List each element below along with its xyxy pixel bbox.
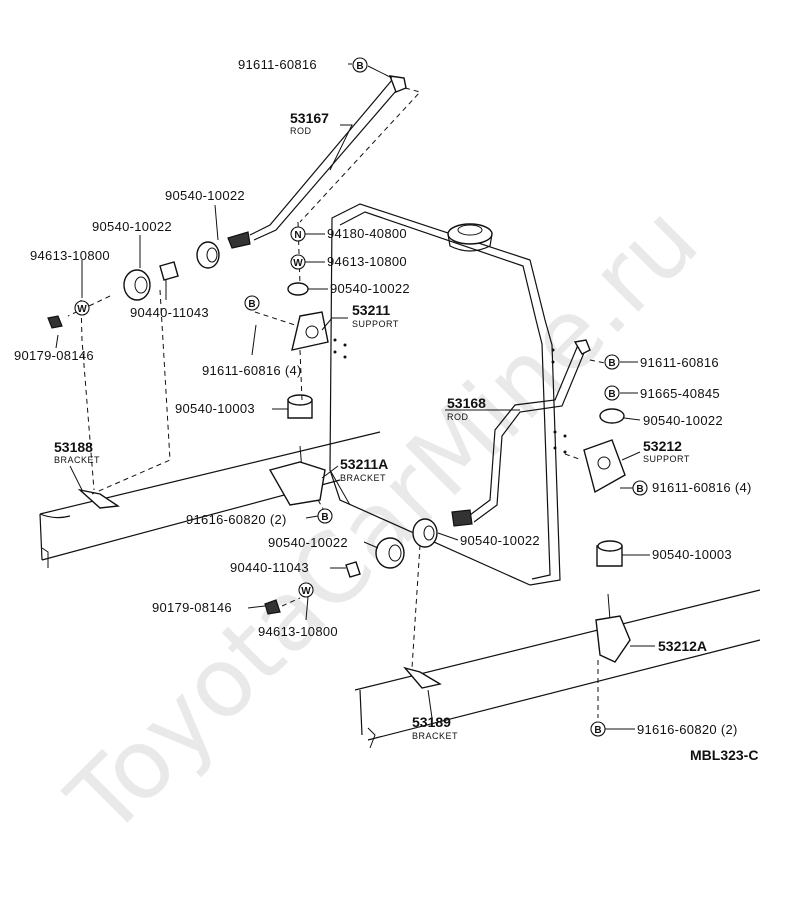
washer-symbol-icon: W — [290, 254, 306, 270]
label-53167-sub: ROD — [290, 126, 312, 136]
label-90540-10003-right: 90540-10003 — [652, 547, 732, 562]
svg-text:W: W — [293, 258, 303, 269]
lower-cushion-parts — [264, 518, 438, 615]
bolt-symbol-icon: B — [352, 57, 368, 73]
right-support-parts — [583, 408, 626, 567]
rod-53167-leader — [299, 87, 421, 223]
bolt-symbol-icon: B — [317, 508, 333, 524]
bolt-symbol-icon: B — [244, 295, 260, 311]
bolt-symbol-icon: B — [590, 721, 606, 737]
label-53188: 53188 — [54, 439, 93, 455]
rod-53168 — [451, 339, 591, 527]
svg-text:B: B — [636, 484, 643, 495]
symbol-circles: B N W W B B W B B B B — [74, 57, 648, 737]
label-91611-60816-top: 91611-60816 — [238, 57, 317, 72]
label-90540-10022-left: 90540-10022 — [92, 219, 172, 234]
nut-symbol-icon: N — [290, 226, 306, 242]
label-91665-40845: 91665-40845 — [640, 386, 720, 401]
left-cushion-parts — [47, 241, 220, 329]
svg-text:N: N — [294, 230, 301, 241]
label-53189: 53189 — [412, 714, 451, 730]
label-91616-60820-right: 91616-60820 (2) — [637, 722, 738, 737]
label-53211A-sub: BRACKET — [340, 473, 386, 483]
label-90179-08146-lower: 90179-08146 — [152, 600, 232, 615]
label-53212: 53212 — [643, 438, 682, 454]
label-94613-10800-center: 94613-10800 — [327, 254, 407, 269]
support-53211 — [287, 282, 329, 351]
bracket-53212A — [595, 593, 631, 663]
svg-text:B: B — [356, 61, 363, 72]
label-94180-40800: 94180-40800 — [327, 226, 407, 241]
rod-53167 — [227, 75, 407, 249]
svg-text:B: B — [321, 512, 328, 523]
part-labels: 91611-60816 53167 ROD 90540-10022 90540-… — [14, 57, 758, 763]
washer-symbol-icon: W — [298, 582, 314, 598]
svg-text:B: B — [608, 389, 615, 400]
label-90540-10022-lower-left: 90540-10022 — [268, 535, 348, 550]
label-53189-sub: BRACKET — [412, 731, 458, 741]
svg-text:W: W — [301, 586, 311, 597]
label-53212A: 53212A — [658, 638, 707, 654]
bracket-53188 — [77, 488, 120, 509]
label-90440-11043-left: 90440-11043 — [130, 305, 209, 320]
label-91611-60816-4: 91611-60816 (4) — [202, 363, 302, 378]
label-90540-10003-left: 90540-10003 — [175, 401, 255, 416]
diagram-code: MBL323-C — [690, 747, 758, 763]
label-90179-08146-left: 90179-08146 — [14, 348, 94, 363]
cushion-10003-left — [287, 394, 313, 419]
bolt-symbol-icon: B — [604, 354, 620, 370]
leader-lines — [55, 63, 655, 730]
label-90540-10022-lower-center: 90540-10022 — [460, 533, 540, 548]
label-53168: 53168 — [447, 395, 486, 411]
washer-symbol-icon: W — [74, 300, 90, 316]
label-53212-sub: SUPPORT — [643, 454, 690, 464]
label-91616-60820-left: 91616-60820 (2) — [186, 512, 287, 527]
svg-text:B: B — [594, 725, 601, 736]
label-53211: 53211 — [352, 302, 390, 318]
svg-text:B: B — [248, 299, 255, 310]
bracket-53189 — [403, 666, 442, 689]
label-53168-sub: ROD — [447, 412, 469, 422]
label-90440-11043-lower: 90440-11043 — [230, 560, 309, 575]
bracket-53211A — [268, 445, 326, 506]
label-94613-10800-lower: 94613-10800 — [258, 624, 338, 639]
label-53188-sub: BRACKET — [54, 455, 100, 465]
bolt-symbol-icon: B — [632, 480, 648, 496]
label-94613-10800-left: 94613-10800 — [30, 248, 110, 263]
label-91611-60816-right: 91611-60816 — [640, 355, 719, 370]
svg-text:W: W — [77, 304, 87, 315]
label-90540-10022-right: 90540-10022 — [643, 413, 723, 428]
label-53167: 53167 — [290, 110, 329, 126]
label-53211A: 53211A — [340, 456, 388, 472]
label-91611-60816-right-4: 91611-60816 (4) — [652, 480, 752, 495]
svg-text:B: B — [608, 358, 615, 369]
label-53211-sub: SUPPORT — [352, 319, 399, 329]
label-90540-10022-center: 90540-10022 — [330, 281, 410, 296]
bolt-symbol-icon: B — [604, 385, 620, 401]
radiator — [329, 203, 567, 586]
label-90540-10022-upper: 90540-10022 — [165, 188, 245, 203]
